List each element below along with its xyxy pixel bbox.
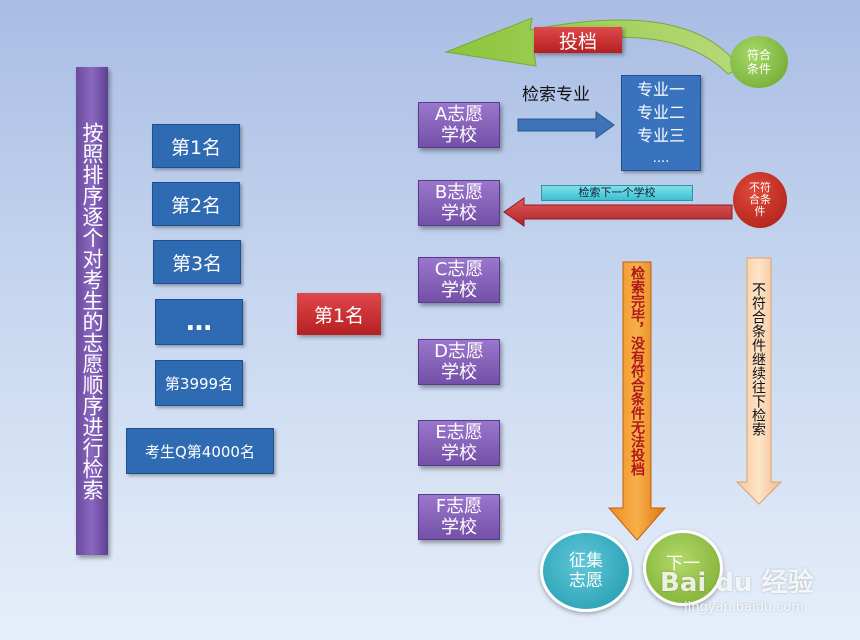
watermark-url: jingyan.baidu.com (684, 600, 804, 615)
rank-ellipsis: … (155, 299, 243, 345)
school-e-line2: 学校 (441, 443, 477, 464)
rank-1: 第1名 (152, 124, 240, 168)
school-b-line1: B志愿 (434, 182, 484, 203)
school-d: D志愿 学校 (418, 339, 500, 385)
school-e: E志愿 学校 (418, 420, 500, 466)
search-major-label: 检索专业 (522, 85, 590, 105)
buhe-line2: 合条 (749, 193, 771, 206)
school-d-line2: 学校 (441, 362, 477, 383)
left-arrow-icon (503, 197, 733, 227)
watermark-logo: Bai du 经验 (660, 568, 814, 598)
school-c-line2: 学校 (441, 280, 477, 301)
school-f-line1: F志愿 (435, 496, 483, 517)
rank-2: 第2名 (152, 182, 240, 226)
major-1: 专业一 (636, 80, 685, 99)
no-match-label: 检索完毕，没有符合条件无法投档 (629, 266, 645, 476)
school-e-line1: E志愿 (435, 422, 483, 443)
zhengji-line2: 志愿 (569, 571, 603, 591)
school-a-line2: 学校 (441, 125, 477, 146)
school-c: C志愿 学校 (418, 257, 500, 303)
school-f: F志愿 学校 (418, 494, 500, 540)
next-school-label: 检索下一个学校 (541, 185, 693, 201)
curved-arrow-icon (444, 17, 741, 75)
right-arrow-icon (517, 111, 615, 139)
fuhe-line1: 符合 (746, 48, 771, 62)
xiayi-circle: 下一 (643, 530, 723, 606)
school-a: A志愿 学校 (418, 102, 500, 148)
majors-box: 专业一 专业二 专业三 .... (621, 75, 701, 171)
vertical-bar: 按照排序逐个对考生的志愿顺序进行检索 (76, 67, 108, 555)
rank-4000: 考生Q第4000名 (126, 428, 274, 474)
school-a-line1: A志愿 (434, 104, 484, 125)
zhengji-circle: 征集 志愿 (540, 530, 632, 612)
zhengji-line1: 征集 (569, 551, 603, 571)
xiayi-label: 下一 (666, 554, 700, 574)
school-b-line2: 学校 (441, 203, 477, 224)
major-4: .... (652, 151, 670, 166)
continue-label: 不符合条件继续往下检索 (750, 282, 766, 436)
toudang-label: 投档 (534, 27, 622, 53)
buhe-line1: 不符 (749, 181, 771, 194)
major-3: 专业三 (636, 126, 685, 145)
down-arrow-peach-icon (735, 257, 783, 505)
major-2: 专业二 (636, 103, 685, 122)
school-f-line2: 学校 (441, 517, 477, 538)
buhe-circle: 不符 合条 件 (733, 172, 787, 228)
fuhe-circle: 符合 条件 (730, 36, 788, 88)
school-c-line1: C志愿 (434, 259, 484, 280)
rank-3999: 第3999名 (155, 360, 243, 406)
fuhe-line2: 条件 (746, 62, 771, 76)
current-rank: 第1名 (297, 293, 381, 335)
buhe-line3: 件 (754, 205, 766, 218)
school-b: B志愿 学校 (418, 180, 500, 226)
rank-3: 第3名 (153, 240, 241, 284)
down-arrow-orange-icon (607, 261, 667, 541)
school-d-line1: D志愿 (434, 341, 484, 362)
